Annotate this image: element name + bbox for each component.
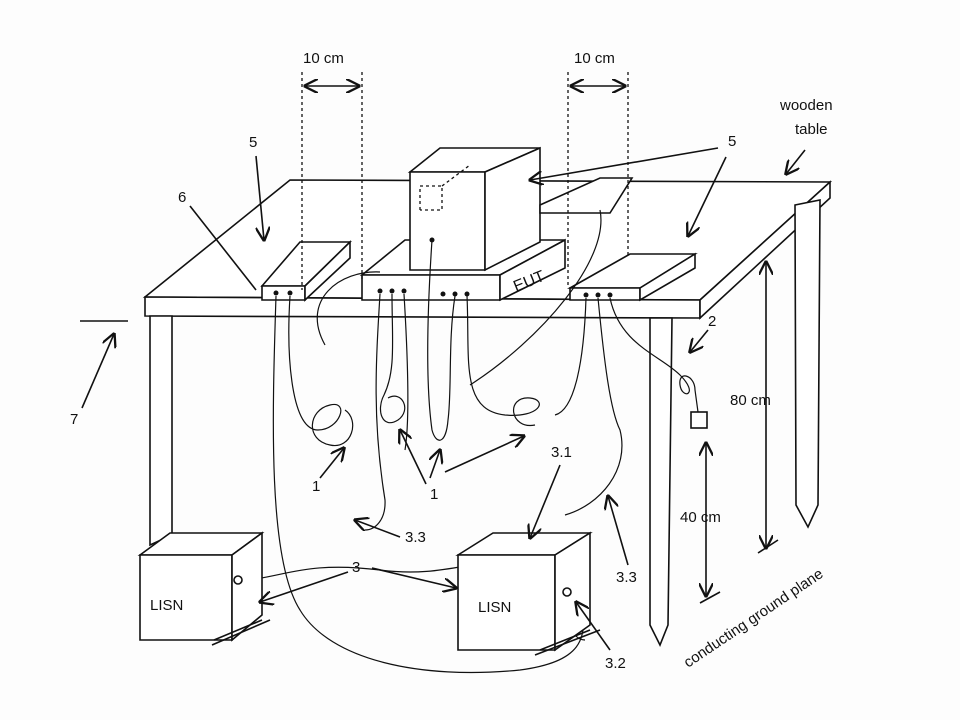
eut-side bbox=[499, 238, 566, 302]
callout-2: 2 bbox=[708, 313, 716, 330]
eut-front bbox=[361, 274, 501, 301]
peripheral-right bbox=[566, 252, 698, 302]
callout-3-1: 3.1 bbox=[551, 444, 572, 461]
height-table-label: 80 cm bbox=[730, 392, 771, 409]
table-leg-back-right bbox=[794, 199, 821, 529]
port bbox=[607, 292, 613, 298]
callout-3-2: 3.2 bbox=[605, 655, 626, 672]
table-leg-front-left bbox=[149, 315, 173, 547]
callout-1-center: 1 bbox=[430, 486, 438, 503]
callout-7: 7 bbox=[70, 411, 78, 428]
lisn-left-port bbox=[233, 575, 243, 585]
wooden-table-arrow bbox=[786, 149, 806, 174]
peripheral-left-front bbox=[261, 285, 306, 301]
eut-ports bbox=[377, 288, 470, 297]
lisn-right: LISN bbox=[455, 531, 601, 656]
monitor-side bbox=[484, 146, 541, 272]
callout-3: 3 bbox=[352, 559, 360, 576]
monitor-front bbox=[409, 171, 486, 271]
callout-3-3-right: 3.3 bbox=[616, 569, 637, 586]
lisn-right-side bbox=[554, 531, 591, 652]
flat-board bbox=[539, 177, 634, 214]
port bbox=[287, 290, 293, 296]
callout-1-left: 1 bbox=[312, 478, 320, 495]
peripheral-right-side bbox=[639, 252, 696, 302]
callout-5-left: 5 bbox=[249, 134, 257, 151]
callouts: 5 5 6 7 2 1 1 3.1 3.3 3.3 3 bbox=[70, 133, 736, 672]
gap-left-label: 10 cm bbox=[303, 50, 344, 67]
small-box-2 bbox=[690, 411, 708, 429]
callout-5-right: 5 bbox=[728, 133, 736, 150]
lisn-left-label: LISN bbox=[150, 597, 183, 614]
callout-3-3-left: 3.3 bbox=[405, 529, 426, 546]
lisn-right-label: LISN bbox=[478, 599, 511, 616]
monitor-box bbox=[407, 146, 541, 272]
dimension-80cm: 80 cm bbox=[730, 262, 779, 554]
lisn-left-base bbox=[211, 619, 271, 646]
port bbox=[273, 290, 279, 296]
port bbox=[583, 292, 589, 298]
lisn-left-side bbox=[231, 531, 263, 642]
peripheral-left-side bbox=[304, 240, 351, 302]
peripheral-left bbox=[260, 240, 352, 302]
height-device-label: 40 cm bbox=[680, 509, 721, 526]
dimension-40cm: 40 cm bbox=[680, 443, 721, 604]
lisn-left: LISN bbox=[137, 531, 271, 646]
gap-dimension-left: 10 cm bbox=[301, 50, 363, 290]
wooden-table-label-line1: wooden bbox=[779, 97, 833, 114]
gap-dimension-right: 10 cm bbox=[567, 50, 629, 288]
table-leg-front-right bbox=[649, 317, 673, 647]
wooden-table-label-line2: table bbox=[795, 121, 828, 138]
lisn-right-port bbox=[562, 587, 572, 597]
peripheral-right-front bbox=[569, 287, 641, 301]
port bbox=[595, 292, 601, 298]
ground-plane-label: conducting ground plane bbox=[681, 565, 827, 671]
gap-right-label: 10 cm bbox=[574, 50, 615, 67]
callout-6: 6 bbox=[178, 189, 186, 206]
